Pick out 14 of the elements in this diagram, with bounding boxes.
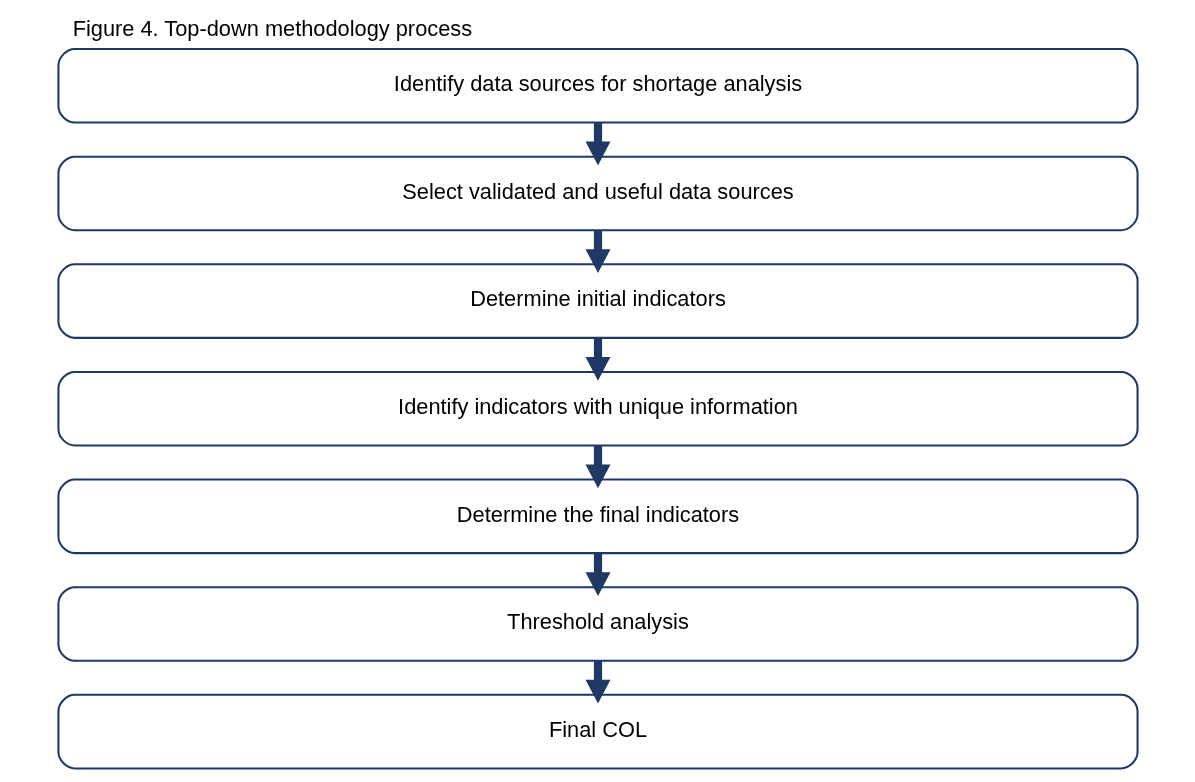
node-box: Identify indicators with unique information <box>56 370 1139 447</box>
node-box: Determine the final indicators <box>56 478 1139 555</box>
arrow <box>585 553 610 596</box>
arrow <box>585 660 610 704</box>
node-box: Threshold analysis <box>56 586 1139 662</box>
arrow <box>585 445 610 489</box>
arrow <box>585 122 610 166</box>
node-box: Identify data sources for shortage analysis <box>56 48 1139 124</box>
arrow <box>585 337 610 381</box>
node-box: Select validated and useful data sources <box>56 155 1139 232</box>
diagram-title: Figure 4. Top-down methodology process <box>72 16 472 42</box>
node-box: Determine initial indicators <box>56 263 1139 339</box>
node-box: Final COL <box>56 693 1139 770</box>
arrow <box>585 230 610 274</box>
